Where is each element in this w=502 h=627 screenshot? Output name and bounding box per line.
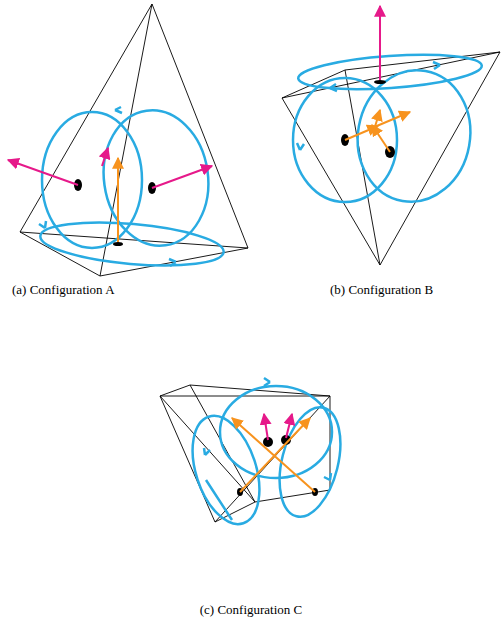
dipoles-a [8, 148, 212, 246]
caption: (c) Configuration C [200, 602, 303, 618]
dipoles-b [341, 6, 410, 158]
caption: (a) Configuration A [12, 282, 115, 298]
caption: (b) Configuration B [330, 282, 433, 298]
current-loops-c [180, 378, 351, 533]
tetrahedron-a [20, 4, 248, 276]
current-loops-b [293, 50, 483, 211]
tetrahedron-c [160, 385, 330, 522]
tetrahedron-b [282, 52, 500, 265]
dipoles-c [232, 414, 318, 496]
current-loops-a [39, 103, 226, 272]
